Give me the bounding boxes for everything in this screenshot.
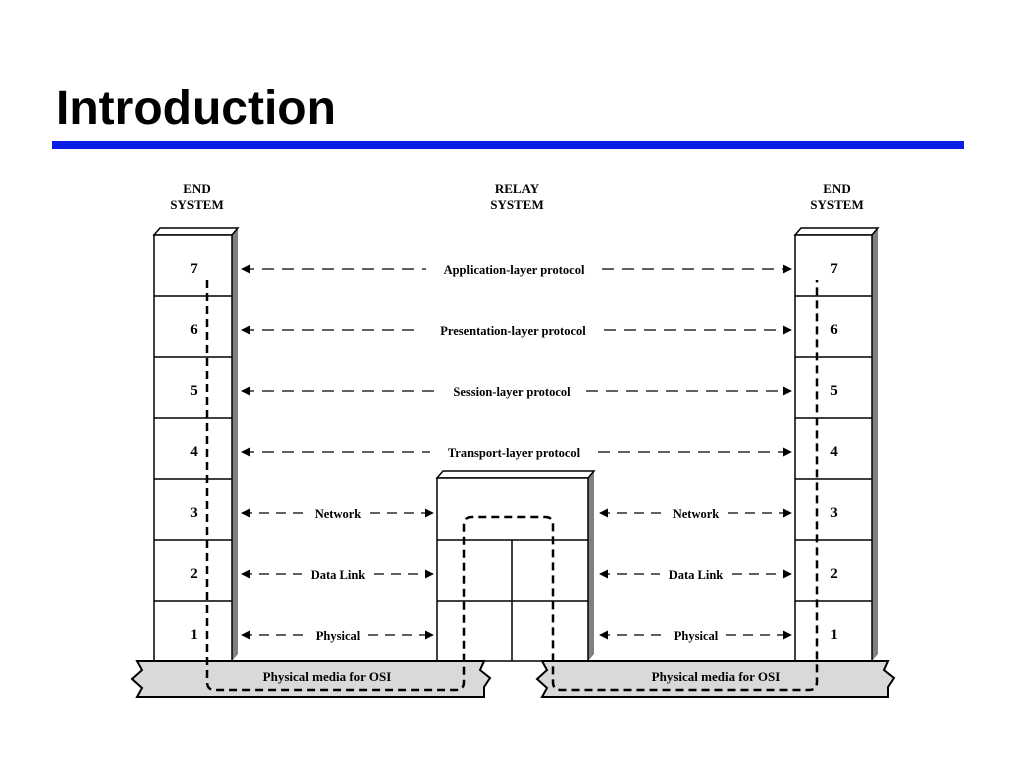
right-layer-3: 3: [830, 505, 838, 521]
left-header-line2: SYSTEM: [170, 197, 223, 212]
right-layer-4: 4: [830, 444, 838, 460]
right-layer-6: 6: [830, 322, 838, 338]
right-header-line1: END: [823, 181, 850, 196]
left-layer-4: 4: [190, 444, 198, 460]
right-layer-5: 5: [830, 383, 838, 399]
left-layer-6: 6: [190, 322, 198, 338]
left-physical-media: [130, 660, 492, 698]
center-header-line1: RELAY: [495, 181, 540, 196]
right-network-label: Network: [673, 507, 720, 521]
right-layer-1: 1: [830, 627, 838, 643]
left-network-label: Network: [315, 507, 362, 521]
title-underline: [52, 141, 964, 149]
page-title: Introduction: [56, 82, 336, 135]
right-physical-label: Physical: [674, 629, 719, 643]
right-datalink-label: Data Link: [669, 568, 724, 582]
left-layer-5: 5: [190, 383, 198, 399]
session-protocol-label: Session-layer protocol: [453, 385, 571, 399]
right-header-line2: SYSTEM: [810, 197, 863, 212]
center-header-line2: SYSTEM: [490, 197, 543, 212]
right-layer-2: 2: [830, 566, 838, 582]
left-layer-3: 3: [190, 505, 198, 521]
right-end-system: [793, 227, 880, 662]
application-protocol-label: Application-layer protocol: [444, 263, 585, 277]
left-datalink-label: Data Link: [311, 568, 366, 582]
data-path: [205, 280, 819, 692]
left-layer-2: 2: [190, 566, 198, 582]
left-header-line1: END: [183, 181, 210, 196]
left-physical-label: Physical: [316, 629, 361, 643]
relay-system: [435, 470, 596, 662]
left-layer-1: 1: [190, 627, 198, 643]
transport-protocol-label: Transport-layer protocol: [448, 446, 581, 460]
right-layer-7: 7: [830, 261, 838, 277]
left-media-label: Physical media for OSI: [263, 669, 392, 684]
right-media-label: Physical media for OSI: [652, 669, 781, 684]
left-layer-7: 7: [190, 261, 198, 277]
right-physical-media: [535, 660, 896, 698]
presentation-protocol-label: Presentation-layer protocol: [440, 324, 586, 338]
left-end-system: [152, 227, 240, 662]
